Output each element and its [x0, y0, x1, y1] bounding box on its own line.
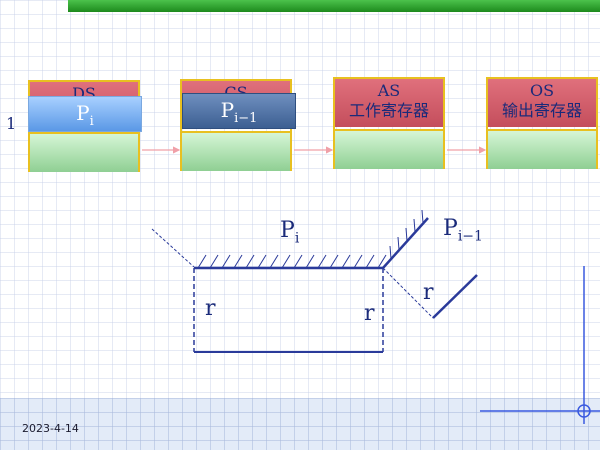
pipeline-chip-pi: Pi	[28, 96, 142, 132]
stage-as: AS 工作寄存器	[333, 77, 445, 169]
label-r-left: r	[205, 296, 216, 321]
inclined-offset	[432, 274, 478, 319]
pipeline-chip-pi1: Pi−1	[182, 93, 296, 129]
row-number: 1	[6, 114, 17, 133]
stage-ds-bottom	[30, 132, 138, 172]
label-pi: Pi	[280, 218, 299, 246]
stage-os: OS 输出寄存器	[486, 77, 598, 169]
inclined-edge	[382, 217, 429, 269]
stage-as-name: AS	[377, 81, 401, 100]
label-pi-sub: i	[294, 230, 300, 247]
stage-cs-bottom	[182, 131, 290, 171]
inclined-edge-hatching	[389, 209, 424, 260]
label-r-right: r	[364, 301, 375, 326]
chip-pi-sub: i	[89, 114, 94, 129]
crosshair-circle	[577, 404, 591, 418]
label-r-corner: r	[423, 280, 434, 305]
stage-as-sub: 工作寄存器	[348, 101, 429, 120]
stage-os-top: OS 输出寄存器	[488, 79, 596, 127]
label-pi-base: P	[280, 218, 295, 243]
label-pi1-sub: i−1	[457, 228, 483, 245]
accent-bar	[68, 0, 600, 12]
footer-band	[0, 398, 600, 450]
stage-as-top: AS 工作寄存器	[335, 79, 443, 127]
extension-dashed-left	[151, 228, 195, 268]
chip-pi-base: P	[76, 101, 90, 125]
stage-os-name: OS	[529, 81, 555, 100]
stage-as-bottom	[335, 129, 443, 169]
corner-radius-dashed	[382, 267, 434, 319]
label-pi1-base: P	[443, 216, 458, 241]
label-pi1: Pi−1	[443, 216, 483, 244]
chip-pi1-sub: i−1	[234, 111, 258, 126]
slide-date: 2023-4-14	[22, 422, 79, 435]
top-edge-hatching	[197, 254, 387, 269]
stage-os-sub: 输出寄存器	[501, 101, 582, 120]
chip-pi1-base: P	[220, 98, 235, 122]
stage-os-bottom	[488, 129, 596, 169]
